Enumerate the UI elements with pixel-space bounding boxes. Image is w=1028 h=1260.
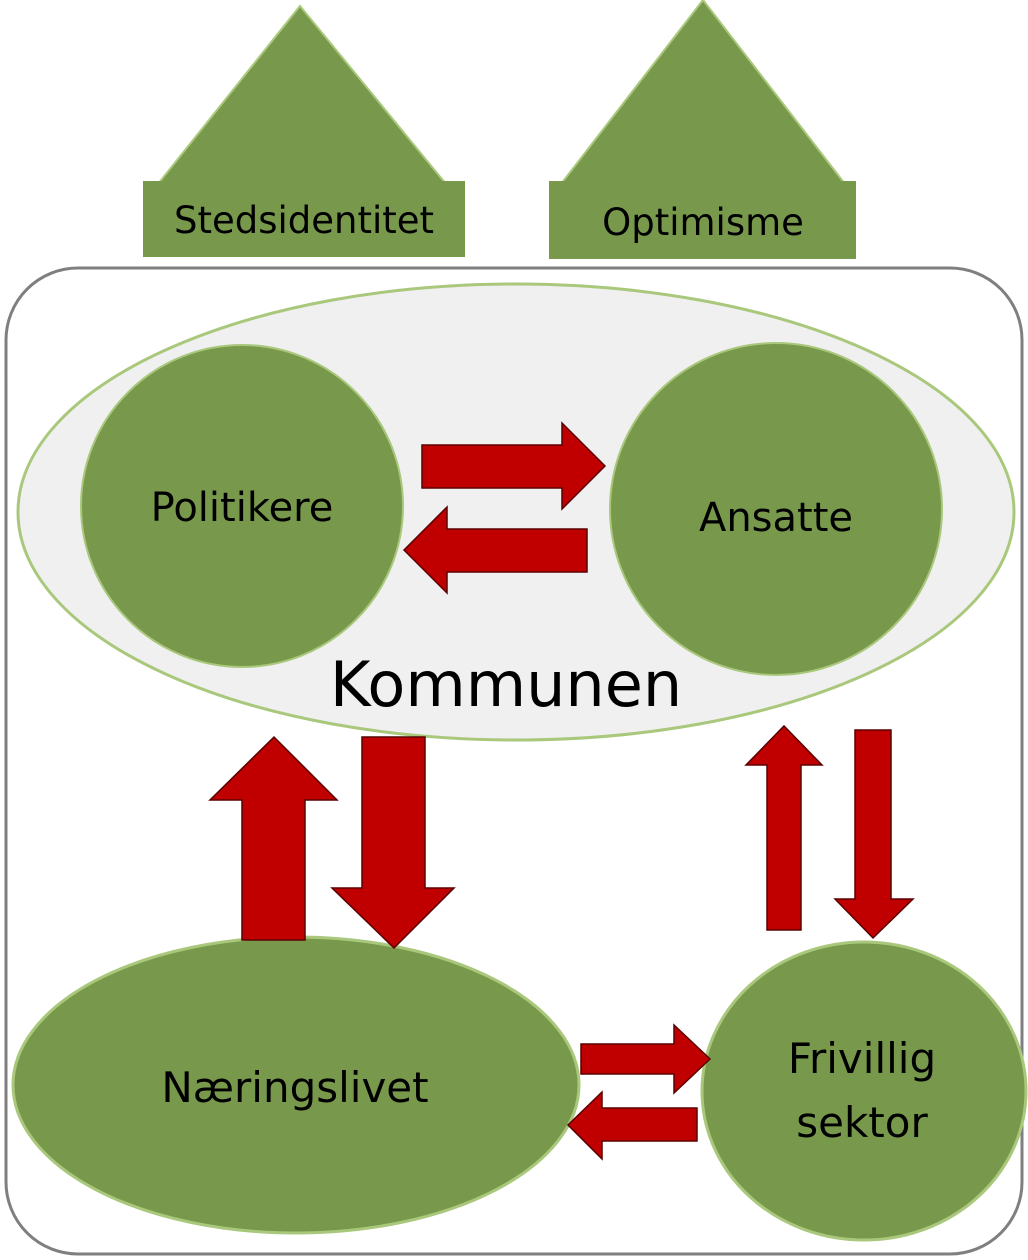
arrow-naeringslivet-to-frivillig [580,1023,712,1095]
house-stedsidentitet: Stedsidentitet [143,4,465,257]
house-stedsidentitet-label: Stedsidentitet [174,199,434,242]
arrow-frivillig-to-kommune [744,724,824,931]
house-optimisme-label: Optimisme [602,201,804,244]
frivillig-label-line1: Frivillig [788,1034,936,1083]
ansatte-circle [609,342,943,676]
arrow-kommune-to-frivillig [833,729,915,940]
outer-frame [4,266,1024,1256]
house-optimisme: Optimisme [549,0,856,259]
frivillig-label-line2: sektor [796,1098,928,1147]
politikere-label: Politikere [151,485,334,531]
arrow-politikere-to-ansatte [421,421,607,511]
naeringslivet-label: Næringslivet [161,1063,428,1112]
house-optimisme-body [549,181,856,259]
ansatte-label: Ansatte [699,495,853,541]
arrow-kommune-to-naeringslivet [330,736,456,950]
arrow-ansatte-to-politikere [402,505,588,595]
politikere-circle [80,344,404,668]
house-stedsidentitet-body [143,181,465,257]
kommune-label: Kommunen [330,648,682,721]
arrow-naeringslivet-to-kommune [208,735,339,941]
house-optimisme-roof [558,0,848,185]
arrow-frivillig-to-naeringslivet [566,1090,698,1161]
frivillig-circle [700,940,1028,1242]
house-stedsidentitet-roof [155,4,449,185]
